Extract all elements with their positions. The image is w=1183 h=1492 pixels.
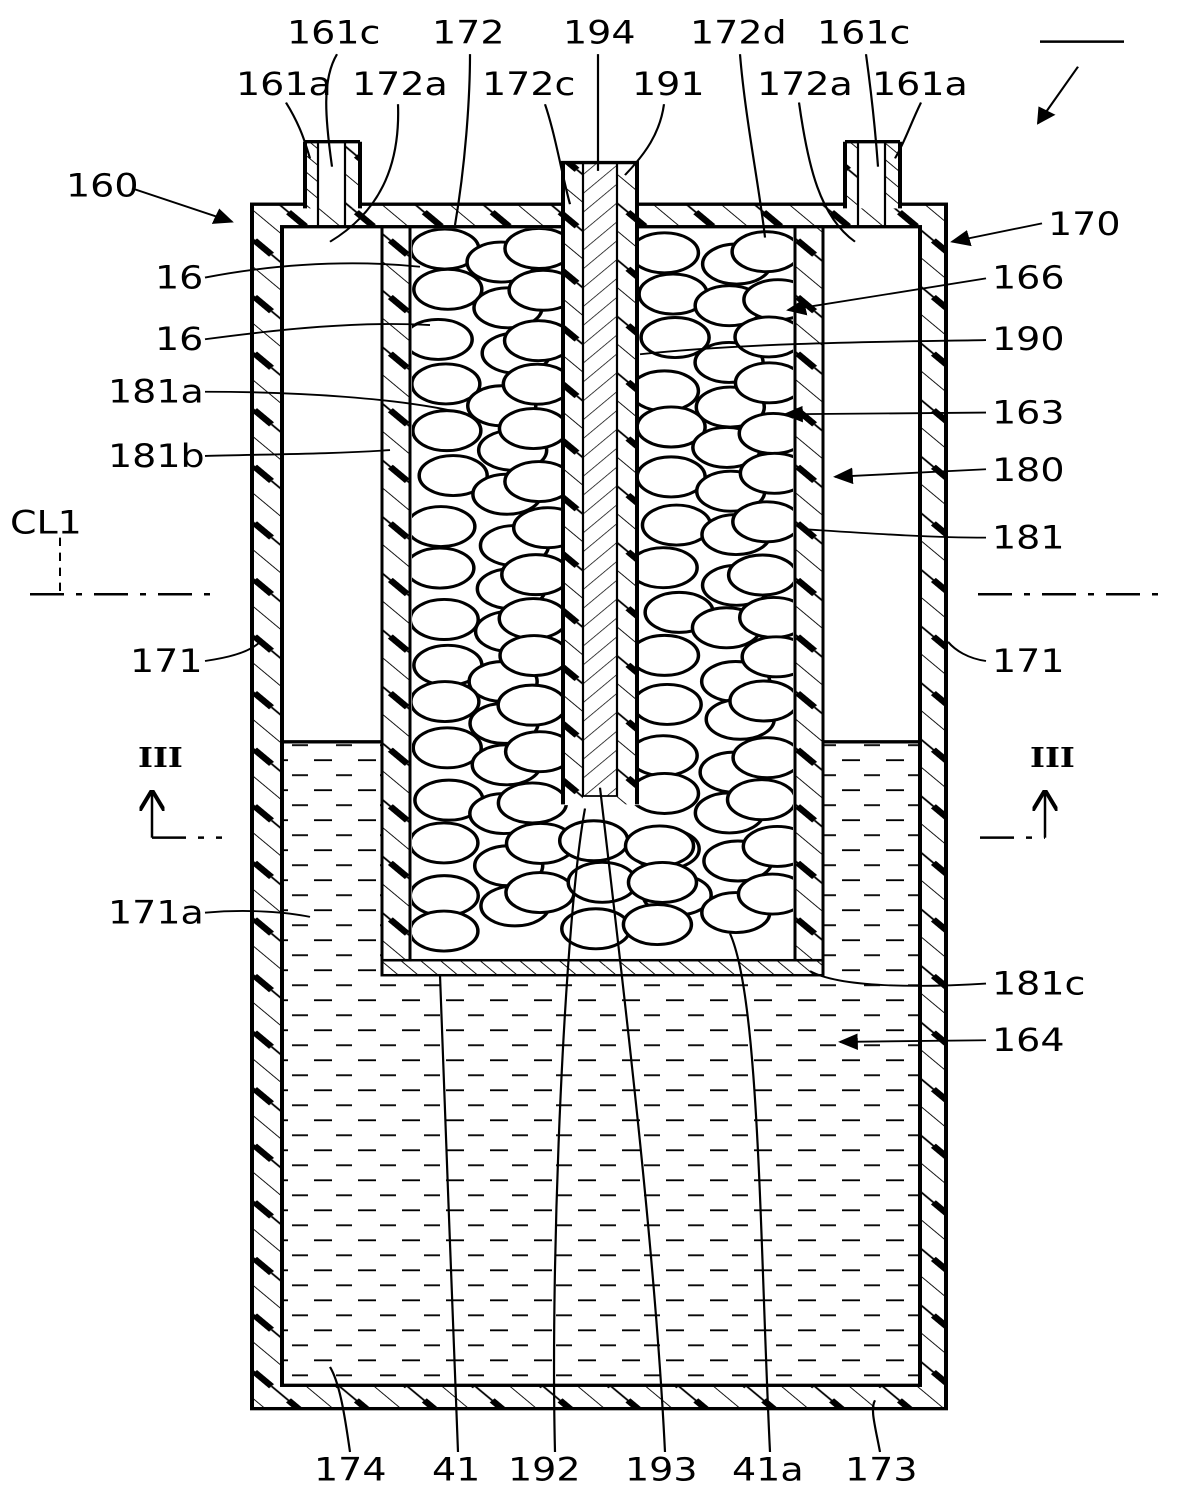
pellet [628, 369, 701, 413]
port-tube-right [843, 140, 902, 227]
pellet [496, 683, 568, 727]
pellet [740, 635, 793, 679]
pellet [733, 315, 793, 359]
pellet [738, 451, 793, 495]
label-170: 170 [1048, 207, 1121, 243]
label-190: 190 [992, 322, 1065, 358]
label-172d: 172d [690, 15, 787, 51]
label-164: 164 [992, 1023, 1065, 1059]
pellet [412, 680, 481, 724]
label-173: 173 [845, 1452, 918, 1488]
label-193: 193 [625, 1452, 698, 1488]
pellet [628, 231, 701, 275]
label-161c-left: 161c [287, 15, 380, 51]
pellet [626, 860, 699, 904]
section-line-iii [152, 792, 1045, 839]
pellet [640, 503, 713, 547]
label-161a-left: 161a [236, 67, 332, 103]
section-mark-right: III [1030, 741, 1075, 773]
label-41: 41 [432, 1452, 480, 1488]
label-16-a: 16 [155, 260, 203, 296]
label-181b: 181b [108, 439, 205, 475]
label-172a-right: 172a [757, 67, 853, 103]
label-171-left: 171 [130, 644, 203, 680]
label-171a: 171a [108, 895, 204, 931]
label-181a: 181a [108, 375, 204, 411]
label-172a-left: 172a [352, 67, 448, 103]
label-161c-right: 161c [817, 15, 910, 51]
pellet [412, 598, 480, 641]
pellet [725, 778, 793, 822]
pellet [412, 409, 483, 453]
pellet [504, 871, 576, 915]
pellet [412, 546, 476, 590]
pellet [741, 824, 793, 868]
leader-lines [131, 53, 1079, 1453]
pellet [417, 454, 489, 498]
label-171-right: 171 [992, 644, 1065, 680]
pellet [412, 909, 480, 953]
pellet [733, 361, 793, 405]
pellet [728, 679, 793, 723]
center-pipe [561, 160, 639, 805]
cartridge-walls [380, 225, 825, 977]
pellet [736, 872, 793, 916]
center-line-cl1 [30, 537, 1170, 596]
label-174: 174 [314, 1452, 387, 1488]
port-tube-left [303, 140, 362, 227]
pellet [496, 781, 569, 825]
pellet [621, 903, 694, 947]
pellet [731, 736, 793, 780]
label-16-b: 16 [155, 322, 203, 358]
section-mark-left: III [138, 741, 183, 773]
pellet [412, 362, 482, 406]
pellet [412, 821, 480, 865]
label-160: 160 [66, 169, 139, 205]
label-161a-right: 161a [872, 67, 968, 103]
pellet [628, 772, 701, 815]
pellet [412, 505, 477, 549]
pellet [639, 316, 711, 359]
pellet [497, 407, 570, 451]
label-181: 181 [992, 520, 1065, 556]
pellet [557, 819, 630, 863]
liquid-region [282, 740, 920, 1384]
pellet [412, 267, 484, 311]
pellet [628, 633, 701, 677]
label-191: 191 [632, 67, 705, 103]
label-181c: 181c [992, 966, 1085, 1002]
label-166: 166 [992, 260, 1065, 296]
pellet [500, 553, 572, 597]
label-163: 163 [992, 395, 1065, 431]
pellet [498, 634, 570, 678]
pellet [726, 553, 793, 597]
pellet [627, 734, 699, 778]
pellet [631, 682, 703, 726]
label-172c: 172c [482, 67, 575, 103]
label-41a: 41a [732, 1452, 804, 1488]
pellet [412, 317, 474, 361]
pellet [566, 860, 638, 904]
labels: 161c 172 194 172d 161c 161a 172a 172c 19… [10, 15, 1124, 1488]
label-180: 180 [992, 453, 1065, 489]
label-194: 194 [563, 15, 636, 51]
label-192: 192 [508, 1452, 581, 1488]
pellet [731, 500, 793, 544]
label-cl1: CL1 [10, 505, 82, 541]
label-172: 172 [432, 15, 505, 51]
pellet [627, 546, 699, 590]
pellet [623, 824, 696, 868]
pellet [497, 597, 570, 641]
pellet [635, 455, 707, 499]
pellet [730, 230, 793, 274]
pellet [412, 726, 483, 770]
